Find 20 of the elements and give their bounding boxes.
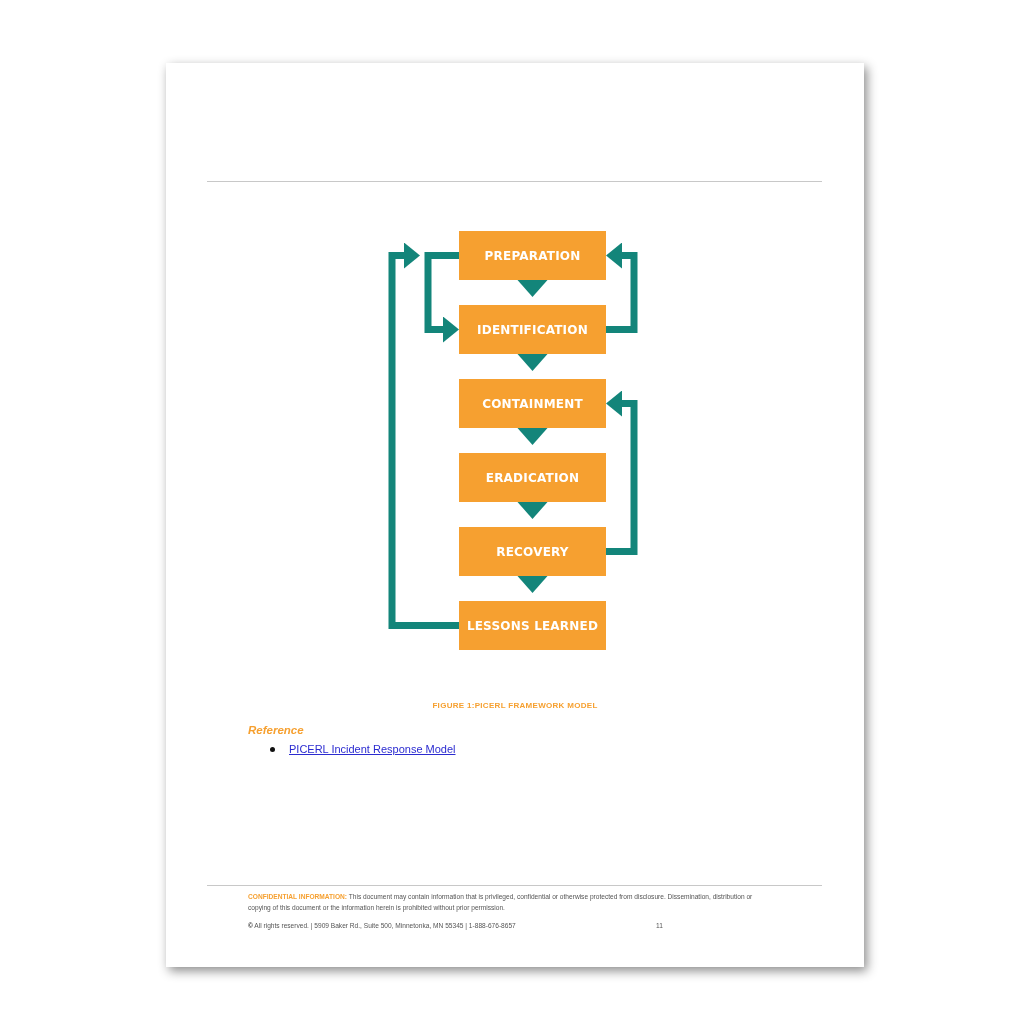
process-label: LESSONS LEARNED [466, 618, 599, 633]
process-label: PREPARATION [484, 248, 581, 263]
flow-arrow [517, 428, 548, 445]
process-box [459, 601, 606, 650]
process-label: ERADICATION [485, 470, 580, 485]
process-box [459, 231, 606, 280]
process-box [459, 379, 606, 428]
process-label: CONTAINMENT [482, 396, 583, 411]
feedback-arrow [388, 242, 459, 629]
flow-arrow [517, 354, 548, 371]
process-label: RECOVERY [496, 544, 569, 559]
flow-arrow [517, 576, 548, 593]
process-box [459, 305, 606, 354]
process-label: IDENTIFICATION [477, 322, 588, 337]
flow-arrow [517, 502, 548, 519]
process-box [459, 453, 606, 502]
process-box [459, 527, 606, 576]
reference-link: PICERL Incident Response Model [289, 743, 456, 755]
section-heading: Reference [248, 724, 304, 736]
figure-caption: FIGURE 1:PICERL FRAMEWORK MODEL [432, 701, 598, 710]
